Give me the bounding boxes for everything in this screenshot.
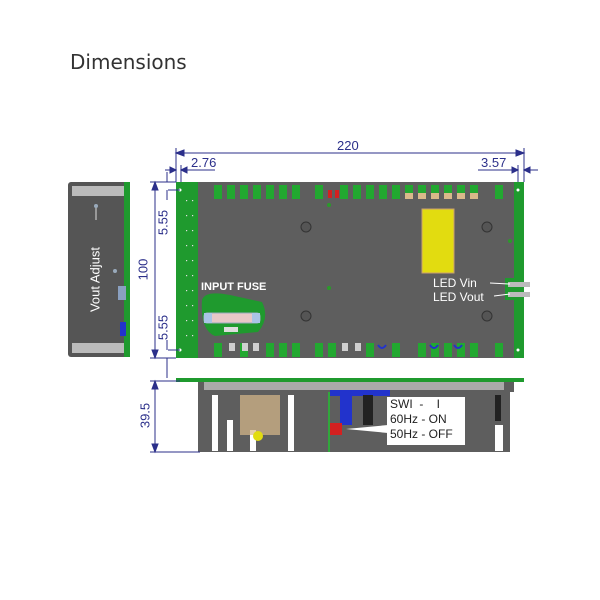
vout-adjust-label: Vout Adjust <box>87 246 103 313</box>
side-view <box>68 182 130 357</box>
dimension-right-offset: 3.57 <box>481 155 507 170</box>
switch-legend-line-3: 50Hz - OFF <box>390 427 453 441</box>
dimension-height: 39.5 <box>137 402 153 429</box>
page-title: Dimensions <box>70 50 187 74</box>
switch-legend-line-1: SWI - I <box>390 397 440 411</box>
dimension-overall-length: 220 <box>337 138 359 153</box>
top-view <box>176 182 530 358</box>
dimension-lines <box>150 148 538 454</box>
switch-legend-line-2: 60Hz - ON <box>390 412 447 426</box>
dimension-top-hole-offset: 5.55 <box>155 209 171 236</box>
dimension-bottom-hole-offset: 5.55 <box>155 314 171 341</box>
dimension-left-offset: 2.76 <box>191 155 217 170</box>
led-vout-label: LED Vout <box>433 290 484 304</box>
switch-legend: SWI - I 60Hz - ON 50Hz - OFF <box>387 397 465 445</box>
front-view <box>176 378 524 452</box>
input-fuse-label: INPUT FUSE <box>201 281 267 293</box>
dimension-overall-width: 100 <box>135 258 151 281</box>
led-vin-label: LED Vin <box>433 276 477 290</box>
